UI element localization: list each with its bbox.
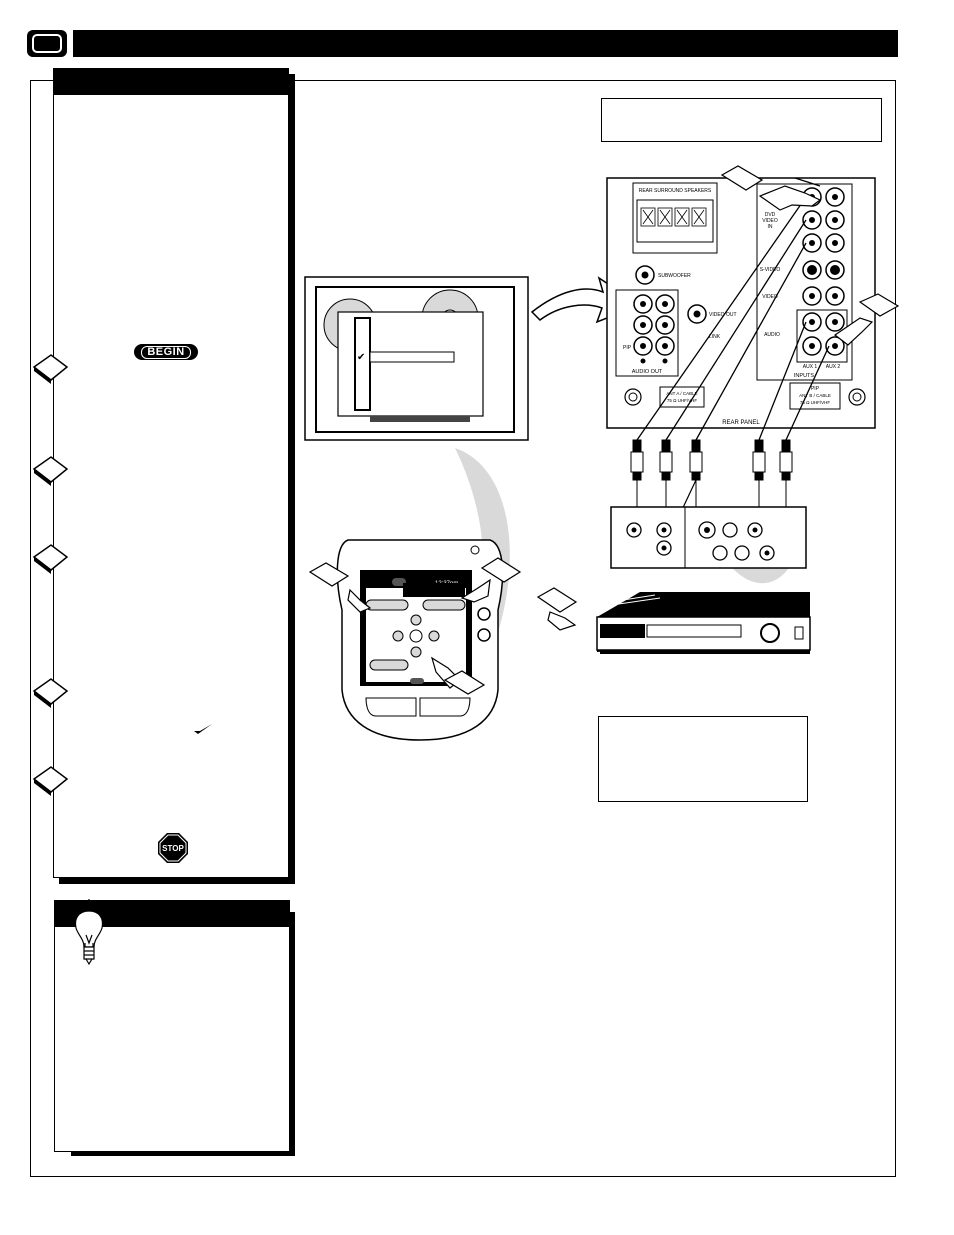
stop-label: STOP xyxy=(162,844,184,853)
dvd-label: DVD xyxy=(765,212,776,218)
stop-sign-icon: STOP xyxy=(158,833,188,863)
hand-pointers xyxy=(347,177,874,689)
step-4-marker xyxy=(32,678,69,708)
cables xyxy=(636,196,830,441)
tv-screen-inset: ✔ xyxy=(304,276,529,441)
ant-a-label: ANT A / CABLE xyxy=(666,391,697,396)
inputs-label: INPUTS xyxy=(794,373,815,379)
rear-panel-label: REAR PANEL xyxy=(722,420,760,426)
lightbulb-icon xyxy=(61,899,117,966)
ant-b-title: PIP xyxy=(811,386,820,392)
aux2-label: AUX 2 xyxy=(826,364,841,370)
step-connector-line xyxy=(53,360,55,800)
speakers-label: REAR SURROUND SPEAKERS xyxy=(639,188,712,194)
rca-plugs xyxy=(630,439,793,520)
rear-panel: REAR SURROUND SPEAKERS SUBWOOFER PIP AUD… xyxy=(606,177,876,429)
begin-label: BEGIN xyxy=(141,346,191,359)
header-bar xyxy=(73,30,898,57)
info-box-bottom xyxy=(598,716,808,802)
video-in-label: VIDEO xyxy=(762,294,778,300)
aux1-label: AUX 1 xyxy=(803,364,818,370)
link-label: LINK xyxy=(709,334,721,340)
pip-out-label: PIP xyxy=(623,345,632,351)
content-frame xyxy=(30,80,896,1177)
info-box-top xyxy=(601,98,882,142)
dvd-video-label: VIDEO xyxy=(762,218,778,224)
dvd-in-label: IN xyxy=(768,224,773,230)
diagram-step-diamonds xyxy=(308,165,900,695)
device-back-panel xyxy=(610,506,807,569)
audio-out-label: AUDIO OUT xyxy=(632,369,663,375)
svideo-label: S-VIDEO xyxy=(760,267,781,273)
step-1-marker xyxy=(32,354,69,384)
step-5-marker xyxy=(32,766,69,796)
ant-a-sub: 75 Ω UHF/VHF xyxy=(667,398,698,403)
tv-menu-check: ✔ xyxy=(357,352,365,363)
instruction-sidebar xyxy=(53,68,289,878)
step-3-marker xyxy=(32,544,69,574)
dvd-player xyxy=(596,592,811,654)
page-tv-icon xyxy=(27,30,67,57)
audio-in-label: AUDIO xyxy=(764,332,780,338)
begin-badge: BEGIN xyxy=(134,344,198,360)
subwoofer-label: SUBWOOFER xyxy=(658,273,691,279)
video-out-label: VIDEO OUT xyxy=(709,312,737,318)
ant-b-label: ANT B / CABLE xyxy=(799,393,831,398)
checkmark-icon xyxy=(194,724,212,734)
step-2-marker xyxy=(32,456,69,486)
ant-b-sub: 75 Ω UHF/VHF xyxy=(800,400,831,405)
remote-control: 12:37pm xyxy=(336,539,504,741)
sidebar-header xyxy=(53,68,289,95)
